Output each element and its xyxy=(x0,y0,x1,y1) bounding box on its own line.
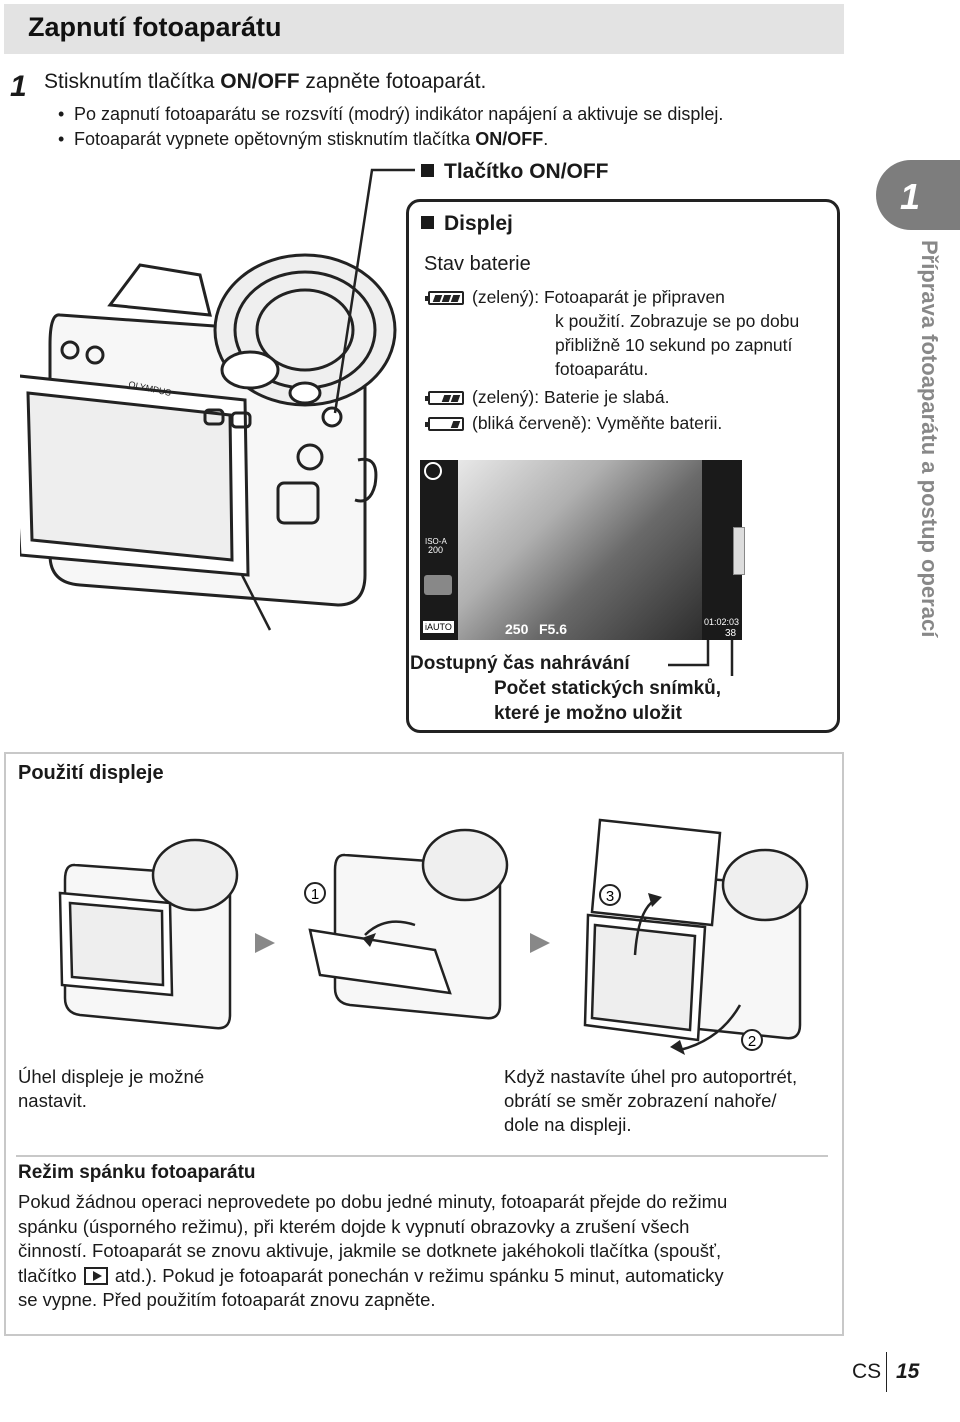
label-leader-lines xyxy=(668,640,734,676)
lcd-side-tab xyxy=(733,527,745,575)
lcd-shot-count: 38 xyxy=(725,628,737,639)
label-recording-time: Dostupný čas nahrávání xyxy=(410,653,630,674)
battery-low-row: (zelený): Baterie je slabá. xyxy=(425,385,669,409)
lcd-iso-label: ISO-A xyxy=(425,537,447,546)
camera-illustration: OLYMPUS xyxy=(20,168,415,631)
sleep-mode-text: Pokud žádnou operaci neprovedete po dobu… xyxy=(18,1191,728,1310)
usage-heading: Použití displeje xyxy=(18,762,164,784)
lcd-shutter: 250 xyxy=(505,621,529,637)
lcd-aperture: F5.6 xyxy=(539,621,568,637)
sleep-mode-heading: Režim spánku fotoaparátu xyxy=(18,1162,256,1183)
step-number: 1 xyxy=(10,70,27,103)
battery-low-icon xyxy=(425,391,464,405)
step-marker-1: 1 xyxy=(311,886,319,903)
square-bullet-icon xyxy=(421,164,434,177)
label-shot-count-2: které je možno uložit xyxy=(494,703,682,724)
footer-divider xyxy=(886,1352,887,1392)
page-number: 15 xyxy=(896,1360,920,1383)
touch-mode-icon xyxy=(424,462,442,480)
caption-right: Když nastavíte úhel pro autoportrét, obr… xyxy=(504,1066,798,1135)
battery-full-desc: k použití. Zobrazuje se po dobu xyxy=(555,311,800,331)
wb-icon xyxy=(424,575,452,595)
battery-full-desc: přibližně 10 sekund po zapnutí xyxy=(555,335,793,355)
step-instruction: Stisknutím tlačítka ON/OFF zapněte fotoa… xyxy=(44,70,487,93)
usage-panel xyxy=(4,752,844,1336)
battery-full-desc: fotoaparátu. xyxy=(555,359,649,379)
chapter-number: 1 xyxy=(900,176,921,217)
display-heading: Displej xyxy=(421,212,513,236)
bullet-item: •Fotoaparát vypnete opětovným stisknutím… xyxy=(58,129,549,149)
battery-full-row: (zelený): Fotoaparát je připraven xyxy=(425,285,725,309)
onoff-button-callout: Tlačítko ON/OFF xyxy=(421,160,609,184)
chapter-title: Příprava fotoaparátu a postup operací xyxy=(917,240,942,638)
battery-empty-row: (bliká červeně): Vyměňte baterii. xyxy=(425,411,722,435)
bullet-item: •Po zapnutí fotoaparátu se rozsvítí (mod… xyxy=(58,104,724,124)
lcd-photo xyxy=(458,460,702,640)
step-marker-2: 2 xyxy=(748,1033,756,1050)
lcd-mode: iAUTO xyxy=(423,621,454,633)
battery-status-heading: Stav baterie xyxy=(424,253,531,275)
caption-left: Úhel displeje je možné nastavit. xyxy=(18,1066,205,1111)
lcd-rec-time: 01:02:03 xyxy=(704,617,740,627)
lcd-iso-value: 200 xyxy=(428,545,444,555)
display-tilt-illustration: 1 2 3 xyxy=(58,818,809,1055)
square-bullet-icon xyxy=(421,216,434,229)
step-marker-3: 3 xyxy=(606,888,614,905)
label-shot-count-1: Počet statických snímků, xyxy=(494,678,722,699)
divider xyxy=(16,1155,828,1157)
battery-empty-icon xyxy=(425,417,464,431)
battery-full-icon xyxy=(425,291,464,305)
play-button-icon xyxy=(83,1266,108,1285)
chapter-tab xyxy=(876,160,960,230)
title-bar xyxy=(4,4,844,54)
footer-language: CS xyxy=(852,1360,882,1383)
page-title: Zapnutí fotoaparátu xyxy=(28,12,282,42)
